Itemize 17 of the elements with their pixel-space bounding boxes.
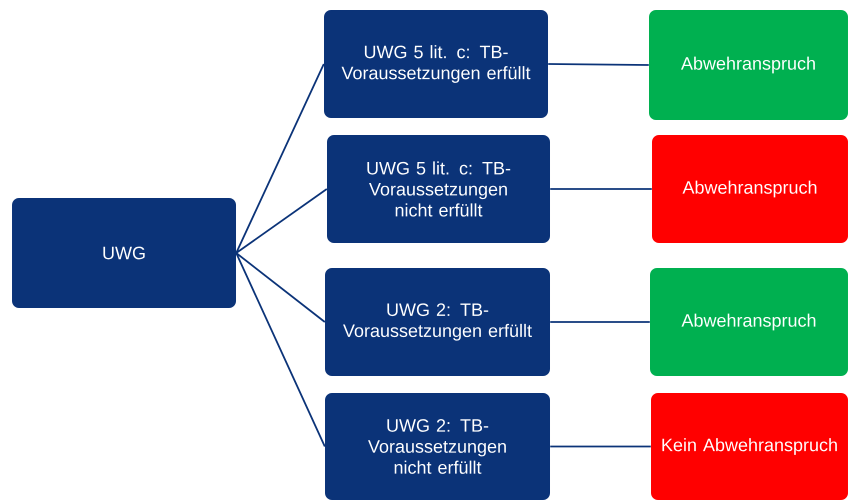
condition-box: UWG 5 lit. c: TB-Voraussetzungen nicht erfüllt (327, 135, 550, 243)
category-box: UWG (12, 198, 236, 308)
condition-box: UWG 5 lit. c: TB-Voraussetzungen erfüllt (324, 10, 548, 118)
connector-line (550, 446, 651, 448)
result-box: Abwehranspruch (652, 135, 848, 243)
connector-line (235, 252, 326, 447)
condition-box: UWG 2: TB-Voraussetzungen nicht erfüllt (325, 393, 550, 500)
result-box: Abwehranspruch (650, 268, 848, 376)
connector-line (550, 188, 652, 190)
connector-line (548, 63, 649, 66)
connector-line (235, 64, 325, 254)
connector-line (550, 321, 650, 323)
connector-line (236, 188, 328, 254)
connector-line (236, 252, 326, 323)
result-box: Kein Abwehranspruch (651, 393, 848, 500)
result-box: Abwehranspruch (649, 10, 848, 120)
condition-box: UWG 2: TB-Voraussetzungen erfüllt (325, 268, 550, 376)
